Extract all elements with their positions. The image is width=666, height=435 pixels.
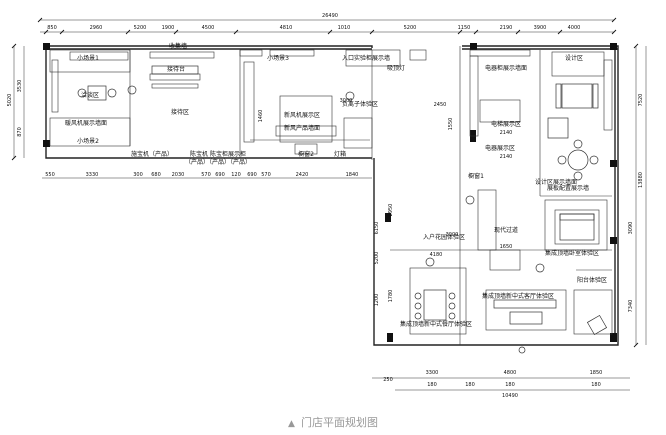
- dimension-value: 850: [47, 25, 57, 31]
- room-label: 设计区展示墙面: [535, 178, 577, 186]
- room-label: 吸顶灯: [387, 64, 405, 72]
- room-label: 灯箱: [334, 150, 346, 158]
- dimension-value: 5020: [7, 94, 13, 107]
- dimension-value: 3090: [628, 222, 634, 235]
- dimension-value: 7340: [628, 300, 634, 313]
- room-label: 收集墙: [169, 42, 187, 50]
- plan-caption: ▲ 门店平面规划图: [0, 414, 666, 430]
- dimension-value: 26490: [322, 13, 338, 19]
- room-label: 小场景3: [267, 54, 289, 62]
- room-label: （产品）（产品）（产品）: [185, 158, 251, 166]
- dimension-value: 690: [247, 172, 257, 178]
- dimension-value: 2420: [296, 172, 309, 178]
- room-label: 阳台体验区: [577, 276, 607, 284]
- dimension-value: 3000: [446, 232, 459, 238]
- dimension-value: 1840: [346, 172, 359, 178]
- dimension-value: 7520: [638, 94, 644, 107]
- room-label: 施宝机（产品）: [131, 150, 173, 158]
- dimension-value: 300: [133, 172, 143, 178]
- room-label: 新风机展示区: [284, 111, 320, 119]
- room-label: 接待区: [171, 108, 189, 116]
- dimension-value: 180: [505, 382, 515, 388]
- caption-text: 门店平面规划图: [300, 416, 378, 429]
- dimension-value: 6150: [374, 222, 380, 235]
- room-label: 集成顶墙新中式餐厅体验区: [400, 320, 472, 328]
- dimension-value: 570: [201, 172, 211, 178]
- triangle-up-icon: ▲: [288, 419, 295, 429]
- dimension-value: 5200: [134, 25, 147, 31]
- dimension-value: 570: [261, 172, 271, 178]
- dimension-value: 1460: [258, 110, 264, 123]
- furniture: [77, 65, 608, 354]
- dimension-value: 5200: [404, 25, 417, 31]
- room-label: 电器柜展示墙面: [485, 64, 527, 72]
- dimension-value: 2140: [500, 154, 513, 160]
- room-label: 橱窗1: [468, 172, 484, 180]
- dimension-value: 3900: [534, 25, 547, 31]
- room-label: 电器展示区: [485, 144, 515, 152]
- dimension-value: 180: [427, 382, 437, 388]
- dimension-value: 690: [215, 172, 225, 178]
- dimension-value: 550: [45, 172, 55, 178]
- top-dimension-chain: [37, 17, 617, 35]
- dimension-value: 180: [465, 382, 475, 388]
- right-dimension-chain: [633, 43, 647, 348]
- dimension-value: 4180: [430, 252, 443, 258]
- dimension-value: 3330: [86, 172, 99, 178]
- room-label: 现代过道: [494, 226, 518, 234]
- room-label: 小场景1: [77, 54, 99, 62]
- dimension-value: 3000: [340, 98, 353, 104]
- room-label: 展板配置展示墙: [547, 184, 589, 192]
- room-label: 小场景2: [77, 137, 99, 145]
- dimension-value: 1550: [448, 118, 454, 131]
- room-label: 负离子体验区: [342, 100, 378, 108]
- room-label: 集成顶墙新中式客厅体验区: [482, 292, 554, 300]
- dimension-value: 250: [383, 377, 393, 383]
- dimension-value: 680: [151, 172, 161, 178]
- bottom-dimension-chain: [42, 177, 630, 391]
- dimension-value: 4500: [202, 25, 215, 31]
- dimension-value: 1900: [162, 25, 175, 31]
- room-label: 集成顶墙卧室体验区: [545, 249, 599, 257]
- room-label: 洽谈区: [81, 91, 99, 99]
- room-label: 设计区: [565, 54, 583, 62]
- dimension-numbers: 26490 850 2960 5200 1900 4500 4810 1010 5200 1150…: [7, 13, 644, 399]
- dimension-value: 1780: [388, 290, 394, 303]
- dimension-value: 2190: [500, 25, 513, 31]
- room-label: 陈宝机 陈宝柜展示柜: [190, 150, 246, 158]
- dimension-value: 2450: [434, 102, 447, 108]
- room-label: 接待台: [167, 65, 185, 73]
- dimension-value: 870: [17, 127, 23, 137]
- dimension-value: 2950: [388, 204, 394, 217]
- dimension-value: 3530: [17, 80, 23, 93]
- dimension-value: 4000: [568, 25, 581, 31]
- dimension-value: 1200: [374, 294, 380, 307]
- room-label: 入口: [342, 55, 354, 62]
- dimension-value: 3300: [426, 370, 439, 376]
- dimension-value: 13880: [638, 172, 644, 188]
- room-label: 入户花园体验区: [423, 233, 465, 241]
- room-label: 电梯展示区: [491, 120, 521, 128]
- dimension-value: 1850: [590, 370, 603, 376]
- dimension-value: 2960: [90, 25, 103, 31]
- room-label: 新风产品墙面: [284, 124, 320, 132]
- room-label: 暖风机展示墙面: [65, 119, 107, 127]
- dimension-value: 180: [591, 382, 601, 388]
- room-label: 实验柜展示墙: [354, 54, 390, 62]
- dimension-value: 4800: [504, 370, 517, 376]
- dimension-value: 1010: [338, 25, 351, 31]
- left-dimension-chain: [11, 43, 25, 161]
- outer-walls: [43, 43, 619, 346]
- dimension-value: 2140: [500, 130, 513, 136]
- dimension-value: 5200: [374, 252, 380, 265]
- dimension-value: 2030: [172, 172, 185, 178]
- dimension-value: 10490: [502, 393, 518, 399]
- dimension-value: 4810: [280, 25, 293, 31]
- dimension-value: 120: [231, 172, 241, 178]
- dimension-value: 1150: [458, 25, 471, 31]
- room-label: 橱窗2: [298, 150, 314, 158]
- dimension-value: 1650: [500, 244, 513, 250]
